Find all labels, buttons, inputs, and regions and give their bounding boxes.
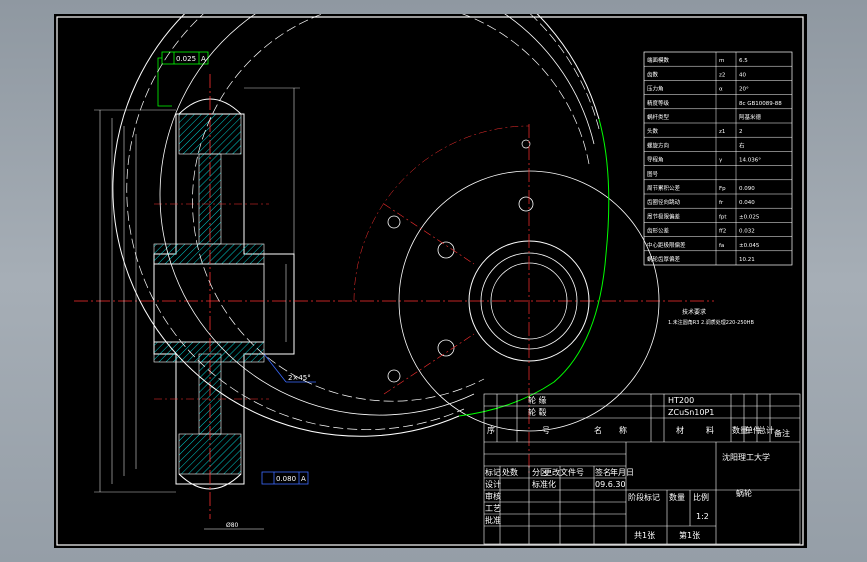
hdr-weight: 单件 bbox=[745, 425, 761, 435]
hdr-name: 名 bbox=[594, 425, 602, 435]
title-block-text: 沈阳理工大学 蜗轮 标记 处数 分区 更改文件号 签名 年月日 设计 标准化 0… bbox=[485, 452, 770, 540]
parts-list-text: 轮 缘 轮 毂 HT200 ZCuSn10P1 序 号 名 称 材 料 数量 单… bbox=[487, 395, 790, 438]
hdr-name2: 称 bbox=[619, 425, 627, 435]
param-value: 40 bbox=[739, 72, 746, 78]
lbl-check: 审核 bbox=[485, 491, 501, 501]
hdr-qty: 数量 bbox=[732, 425, 748, 435]
param-symbol: fr bbox=[719, 200, 724, 206]
param-label: 蜗杆类型 bbox=[647, 113, 670, 121]
lbl-qty: 数量 bbox=[669, 492, 685, 502]
cad-drawing: 0.025 A 0.080 A 2×45° Ø80 bbox=[56, 14, 804, 546]
part-name: 蜗轮 bbox=[736, 488, 752, 498]
param-value: 14.036° bbox=[739, 158, 761, 164]
param-value: 0.032 bbox=[739, 229, 755, 235]
lbl-mark: 标记 bbox=[485, 467, 501, 477]
runout-datum: A bbox=[301, 475, 306, 483]
school-name: 沈阳理工大学 bbox=[722, 452, 770, 462]
param-label: 导程角 bbox=[647, 156, 664, 164]
param-label: 压力角 bbox=[647, 85, 664, 93]
lbl-scale: 比例 bbox=[693, 492, 709, 502]
dim-bottom: Ø80 bbox=[226, 522, 239, 529]
hdr-material2: 料 bbox=[706, 425, 714, 435]
row1-material: ZCuSn10P1 bbox=[668, 408, 714, 417]
lbl-design: 设计 bbox=[485, 479, 501, 489]
tech-notes: 技术要求 1.未注圆角R3 2.调质处理220-250HB bbox=[668, 308, 754, 326]
param-label: 齿数 bbox=[647, 70, 659, 78]
param-value: ±0.045 bbox=[739, 243, 760, 249]
hdr-total: 总计 bbox=[758, 425, 774, 435]
row2-material: HT200 bbox=[668, 396, 694, 405]
lbl-zone: 分区 bbox=[532, 468, 548, 477]
hdr-code: 号 bbox=[542, 426, 550, 435]
param-label: 精度等级 bbox=[647, 99, 670, 107]
section-view bbox=[74, 74, 714, 530]
lbl-date: 年月日 bbox=[610, 467, 634, 477]
param-symbol: z1 bbox=[719, 129, 725, 135]
param-value: 0.040 bbox=[739, 200, 755, 206]
param-value: 阿基米德 bbox=[739, 113, 762, 121]
param-symbol: m bbox=[719, 58, 724, 64]
param-label: 图号 bbox=[647, 170, 659, 178]
param-symbol: fa bbox=[719, 243, 724, 249]
tol-datum: A bbox=[201, 55, 206, 63]
drawing-border bbox=[56, 16, 804, 546]
lbl-approve: 批准 bbox=[485, 515, 501, 525]
param-label: 螺旋方向 bbox=[647, 141, 669, 149]
tol-value: 0.025 bbox=[176, 55, 196, 63]
param-label: 中心距极限偏差 bbox=[647, 241, 686, 249]
param-value: 0.090 bbox=[739, 186, 755, 192]
row2-name: 轮 缘 bbox=[528, 395, 547, 405]
sheet-total: 共1张 bbox=[634, 531, 655, 540]
param-value: ±0.025 bbox=[739, 214, 760, 220]
param-label: 齿圈径向跳动 bbox=[647, 198, 681, 206]
lbl-sign: 签名 bbox=[595, 467, 611, 477]
sheet-no: 第1张 bbox=[679, 530, 700, 540]
param-value: 6.5 bbox=[739, 58, 748, 64]
lbl-stage: 阶段标记 bbox=[628, 492, 660, 502]
hdr-material: 材 bbox=[676, 425, 684, 435]
param-symbol: α bbox=[719, 87, 723, 93]
gear-parameter-table: 端面模数 m 6.5 齿数 z2 40 压力角 α 20° 精度等级 8c GB10089-88 蜗杆… bbox=[643, 51, 793, 266]
row1-name: 轮 毂 bbox=[528, 407, 547, 417]
tech-notes-line1: 1.未注圆角R3 2.调质处理220-250HB bbox=[668, 319, 754, 326]
param-symbol: ff2 bbox=[719, 229, 726, 235]
param-label: 齿形公差 bbox=[647, 227, 670, 235]
param-value: 右 bbox=[739, 141, 745, 149]
chamfer-leader: 2×45° bbox=[263, 353, 316, 383]
lbl-std: 标准化 bbox=[532, 479, 556, 489]
param-label: 周节极限偏差 bbox=[647, 212, 681, 220]
lbl-count: 处数 bbox=[502, 467, 518, 477]
param-symbol: Fp bbox=[719, 186, 726, 192]
param-symbol: fpt bbox=[719, 214, 727, 220]
date-value: 09.6.30 bbox=[595, 480, 626, 489]
hdr-note: 备注 bbox=[774, 428, 790, 438]
scale-value: 1:2 bbox=[696, 512, 709, 521]
param-value: 8c GB10089-88 bbox=[739, 101, 782, 107]
param-symbol: γ bbox=[719, 158, 723, 164]
param-label: 头数 bbox=[647, 127, 659, 135]
param-value: 20° bbox=[739, 87, 749, 93]
param-label: 周节累积公差 bbox=[647, 184, 681, 192]
lbl-change: 更改文件号 bbox=[544, 467, 584, 477]
hdr-no: 序 bbox=[487, 425, 495, 435]
title-block bbox=[483, 393, 801, 545]
param-label: 端面模数 bbox=[647, 56, 670, 64]
param-value: 2 bbox=[739, 129, 743, 135]
param-label: 蜗轮齿厚偏差 bbox=[647, 255, 681, 263]
runout-value: 0.080 bbox=[276, 475, 296, 483]
lbl-process: 工艺 bbox=[485, 504, 501, 513]
param-symbol: z2 bbox=[719, 72, 725, 78]
drawing-sheet: 0.025 A 0.080 A 2×45° Ø80 bbox=[54, 14, 807, 548]
geometric-tolerance-bottom: 0.080 A bbox=[261, 471, 309, 485]
front-view bbox=[112, 14, 660, 474]
param-value: 10.21 bbox=[739, 257, 755, 263]
tech-notes-title: 技术要求 bbox=[682, 308, 706, 316]
